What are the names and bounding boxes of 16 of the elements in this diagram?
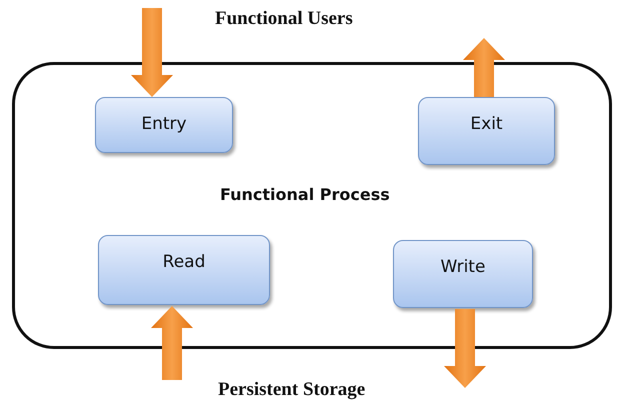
process-box <box>95 97 233 153</box>
arrow <box>444 309 486 388</box>
process-box <box>418 97 555 165</box>
box-label: Write <box>440 257 486 277</box>
process-box <box>393 240 533 308</box>
box-label: Exit <box>470 114 503 134</box>
arrow <box>131 8 173 97</box>
box-label: Read <box>162 252 206 272</box>
box-label: Entry <box>141 114 187 134</box>
process-box <box>98 235 270 305</box>
process-title: Functional Process <box>220 185 390 204</box>
arrow <box>463 38 505 97</box>
process-boundary <box>12 62 612 349</box>
arrow <box>151 306 193 380</box>
group-label: Functional Users <box>215 8 353 30</box>
group-label: Persistent Storage <box>218 379 366 401</box>
